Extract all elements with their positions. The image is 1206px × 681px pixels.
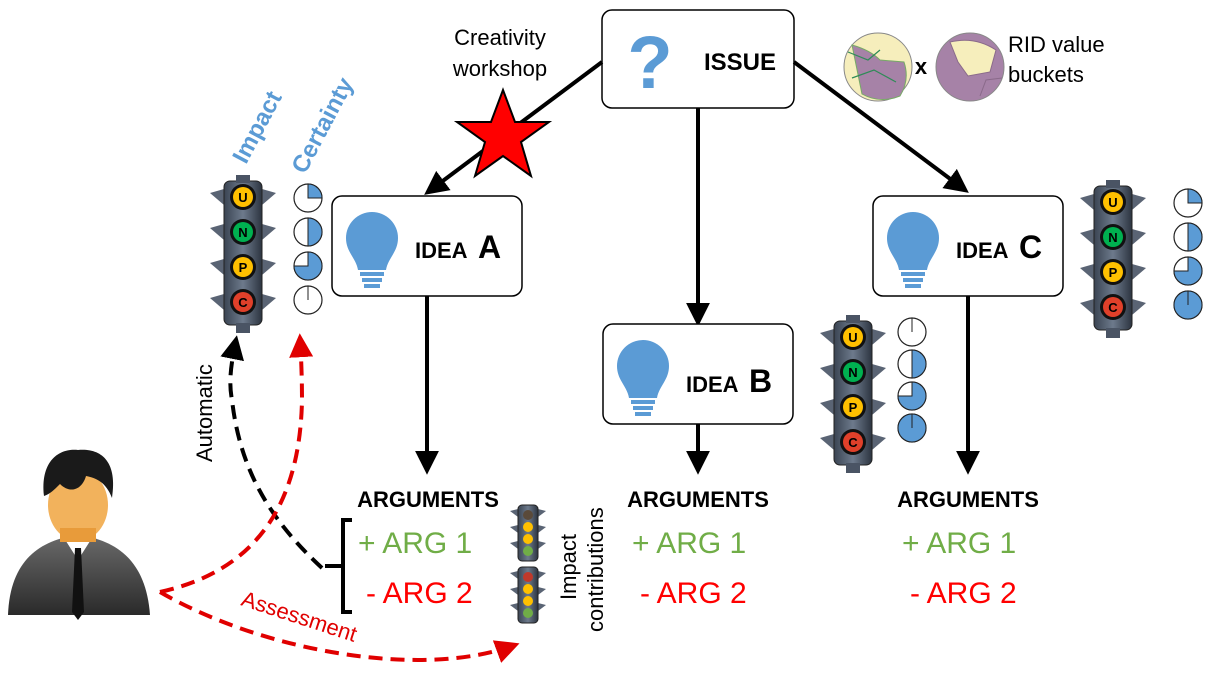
light-letter-n: N [1108,230,1117,245]
rid-label-line2: buckets [1008,62,1084,87]
impact-axis-label: Impact [227,87,287,168]
certainty-gauge-fill [911,349,927,379]
idea-b-prefix: IDEA [686,372,739,397]
argument-c-2: - ARG 2 [910,577,1017,610]
lightbulb-icon [346,212,398,288]
traffic-light-idea-b: U N P C [819,314,887,474]
argument-b-1: + ARG 1 [632,527,746,560]
impact-contributions-line2: contributions [583,507,608,632]
idea-b-letter: B [749,363,772,399]
light-letter-n: N [848,365,857,380]
star-icon [453,87,553,179]
light-letter-p: P [239,260,248,275]
light-lamp-u [843,327,863,347]
creativity-label-line2: workshop [452,56,547,81]
rid-cross-label: x [915,54,928,79]
certainty-gauge-fill [307,217,323,247]
certainty-gauges-idea-c [1173,188,1203,320]
light-letter-n: N [238,225,247,240]
light-lamp-c [843,432,863,452]
lightbulb-icon [617,340,669,416]
person-avatar-icon [8,449,150,620]
light-lamp-p [233,257,253,277]
argument-a-2: - ARG 2 [366,577,473,610]
certainty-gauge-fill [293,251,323,281]
certainty-gauge-fill [1187,222,1203,252]
idea-a-node: IDEA A [331,195,523,297]
certainty-gauge-fill [897,381,927,411]
issue-label: ISSUE [704,49,776,76]
traffic-light-idea-c: U N P C [1079,179,1147,339]
lightbulb-icon [887,212,939,288]
certainty-gauge-fill [1173,256,1203,286]
certainty-gauge-fill [307,183,323,199]
idea-b-node: IDEA B [602,323,794,425]
rid-buckets-icon [843,32,1005,102]
arguments-header-b: ARGUMENTS [627,487,769,512]
light-letter-c: C [848,435,858,450]
assessment-arrow-to-certainty [159,333,314,594]
certainty-gauge-fill [1187,188,1203,204]
light-lamp-u [233,187,253,207]
arguments-bracket [325,518,352,614]
rid-label-line1: RID value [1008,32,1105,57]
light-lamp-c [233,292,253,312]
arguments-header-c: ARGUMENTS [897,487,1039,512]
creativity-label-line1: Creativity [454,25,546,50]
certainty-gauges-idea-b [897,317,927,443]
idea-c-prefix: IDEA [956,238,1009,263]
light-letter-u: U [1108,195,1117,210]
light-letter-p: P [1109,265,1118,280]
idea-b-label: IDEA B [686,363,772,399]
light-lamp-p [843,397,863,417]
idea-a-prefix: IDEA [415,238,468,263]
light-letter-p: P [849,400,858,415]
certainty-gauges-idea-a [293,183,323,315]
light-letter-c: C [238,295,248,310]
idea-a-label: IDEA A [415,229,501,265]
automatic-label: Automatic [192,364,217,462]
traffic-light-idea-a: U N P C [209,174,277,334]
idea-c-node: IDEA C [872,195,1064,297]
impact-contribution-light-arg1 [510,504,546,562]
assessment-arrow-to-impact [158,590,520,663]
light-lamp-n [1103,227,1123,247]
certainty-axis-label: Certainty [286,73,359,178]
question-mark-icon: ? [627,21,672,104]
light-letter-u: U [848,330,857,345]
idea-a-letter: A [478,229,501,265]
idea-c-label: IDEA C [956,229,1042,265]
arrow-issue-to-idea-c [792,60,969,193]
light-lamp-c [1103,297,1123,317]
light-letter-c: C [1108,300,1118,315]
light-lamp-p [1103,262,1123,282]
automatic-arrow [220,335,324,570]
argument-a-1: + ARG 1 [358,527,472,560]
argument-b-2: - ARG 2 [640,577,747,610]
impact-contribution-light-arg2 [510,566,546,624]
light-lamp-n [233,222,253,242]
impact-contributions-line1: Impact [556,534,581,600]
light-letter-u: U [238,190,247,205]
light-lamp-u [1103,192,1123,212]
argument-c-1: + ARG 1 [902,527,1016,560]
idea-c-letter: C [1019,229,1042,265]
light-lamp-n [843,362,863,382]
arguments-header-a: ARGUMENTS [357,487,499,512]
issue-node: ? ISSUE [601,9,795,109]
